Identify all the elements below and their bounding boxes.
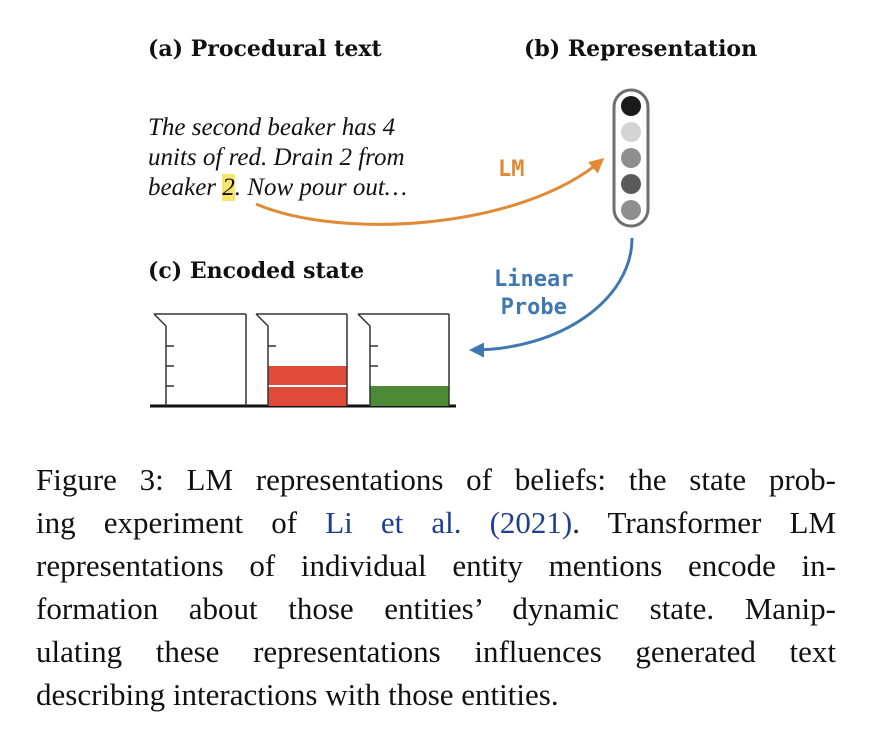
linear-probe-label: Linear Probe: [494, 266, 573, 322]
caption-line6: describing interactions with those entit…: [36, 677, 559, 712]
label-procedural-text: (a) Procedural text: [148, 36, 382, 62]
beaker-1: [153, 313, 247, 406]
representation-vector: [612, 88, 650, 228]
procedural-text-line1: The second beaker has 4: [148, 114, 396, 141]
caption-line5: ulating these representations influences…: [36, 634, 836, 669]
lm-label: LM: [498, 157, 525, 182]
caption-line4: formation about those entities’ dynamic …: [36, 591, 836, 626]
beakers: [150, 313, 456, 408]
caption-line3: representations of individual entity men…: [36, 548, 836, 583]
linear-probe-arrow: [469, 237, 634, 358]
label-representation: (b) Representation: [524, 36, 758, 62]
figure-caption: Figure 3: LM representations of beliefs:…: [36, 458, 836, 716]
probe-label-line1: Linear: [494, 267, 574, 292]
probe-label-line2: Probe: [500, 295, 567, 320]
representation-cell: [621, 96, 641, 116]
highlighted-mention: 2: [222, 174, 235, 201]
procedural-text-line2: units of red. Drain 2 from: [148, 144, 405, 171]
caption-line2-post: . Transformer LM: [572, 505, 836, 540]
label-encoded-state: (c) Encoded state: [148, 258, 365, 284]
caption-line2-pre: ing experiment of: [36, 505, 326, 540]
procedural-text-line3-post: . Now pour out…: [234, 174, 408, 201]
caption-line1: Figure 3: LM representations of beliefs:…: [36, 462, 836, 497]
beaker-3-green-liquid: [370, 386, 449, 406]
procedural-text: The second beaker has 4 units of red. Dr…: [148, 113, 448, 203]
representation-cell: [621, 174, 641, 194]
beaker-2: [255, 313, 348, 406]
caption-line2: ing experiment of Li et al. (2021). Tran…: [36, 501, 836, 544]
citation-link[interactable]: Li et al. (2021): [325, 505, 573, 540]
lm-arrow: [255, 158, 605, 226]
procedural-text-line3-pre: beaker: [148, 174, 223, 201]
figure-diagram: (a) Procedural text (b) Representation (…: [148, 36, 758, 408]
representation-cell: [621, 122, 641, 142]
representation-cell: [621, 148, 641, 168]
beaker-3: [357, 313, 450, 406]
representation-cell: [621, 200, 641, 220]
diagram-graphics: [150, 88, 650, 408]
